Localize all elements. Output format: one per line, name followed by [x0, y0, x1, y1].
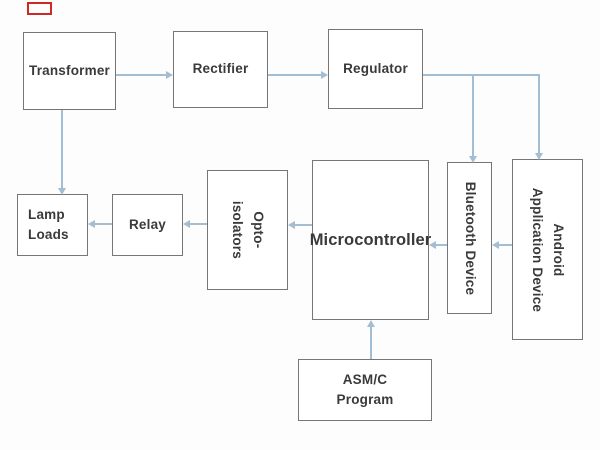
arrowhead-relay-lamp-loads — [88, 220, 95, 228]
arrowhead-bluetooth-microcontroller — [429, 241, 436, 249]
transformer-label: Transformer — [29, 62, 110, 78]
block-rectifier: Rectifier — [173, 31, 268, 108]
red-rectangle-marker — [27, 2, 52, 15]
arrow-relay-lamp-loads — [95, 223, 112, 225]
relay-label: Relay — [128, 216, 167, 232]
arrow-opto-relay — [190, 223, 207, 225]
arrow-bluetooth-microcontroller — [436, 244, 447, 246]
arrowhead-opto-relay — [183, 220, 190, 228]
block-microcontroller: Microcontroller — [309, 160, 432, 320]
block-regulator: Regulator — [328, 29, 423, 109]
block-bluetooth-device: Bluetooth Device — [447, 162, 492, 314]
bluetooth-device-label: Bluetooth Device — [462, 181, 478, 295]
arrowhead-regulator-android — [535, 153, 543, 160]
arrow-regulator-android — [538, 74, 540, 153]
block-opto-isolators: Opto- isolators — [207, 170, 288, 290]
opto-isolators-label: Opto- isolators — [230, 200, 267, 260]
block-transformer: Transformer — [23, 32, 116, 110]
arrow-transformer-lamp-loads — [61, 110, 63, 188]
regulator-label: Regulator — [343, 60, 408, 76]
arrowhead-transformer-rectifier — [166, 71, 173, 79]
microcontroller-label: Microcontroller — [309, 230, 432, 249]
arrowhead-transformer-lamp-loads — [58, 188, 66, 195]
arrow-rectifier-regulator — [268, 74, 321, 76]
block-android-application-device: Android Application Device — [512, 159, 583, 340]
block-lamp-loads: Lamp Loads — [17, 194, 88, 256]
asm-c-program-label: ASM/C Program — [336, 371, 394, 407]
arrow-regulator-bluetooth — [472, 74, 474, 156]
arrow-android-bluetooth — [499, 244, 512, 246]
arrowhead-rectifier-regulator — [321, 71, 328, 79]
android-application-device-label: Android Application Device — [530, 187, 567, 312]
arrowhead-asm-microcontroller — [367, 320, 375, 327]
block-asm-c-program: ASM/C Program — [298, 359, 432, 421]
rectifier-label: Rectifier — [192, 61, 249, 77]
arrowhead-regulator-bluetooth — [469, 156, 477, 163]
lamp-loads-label: Lamp Loads — [28, 206, 69, 242]
block-relay: Relay — [112, 194, 183, 256]
arrow-transformer-rectifier — [116, 74, 166, 76]
arrow-asm-microcontroller — [370, 327, 372, 359]
arrowhead-microcontroller-opto — [288, 221, 295, 229]
arrow-regulator-branch — [423, 74, 540, 76]
arrow-microcontroller-opto — [295, 224, 312, 226]
arrowhead-android-bluetooth — [492, 241, 499, 249]
